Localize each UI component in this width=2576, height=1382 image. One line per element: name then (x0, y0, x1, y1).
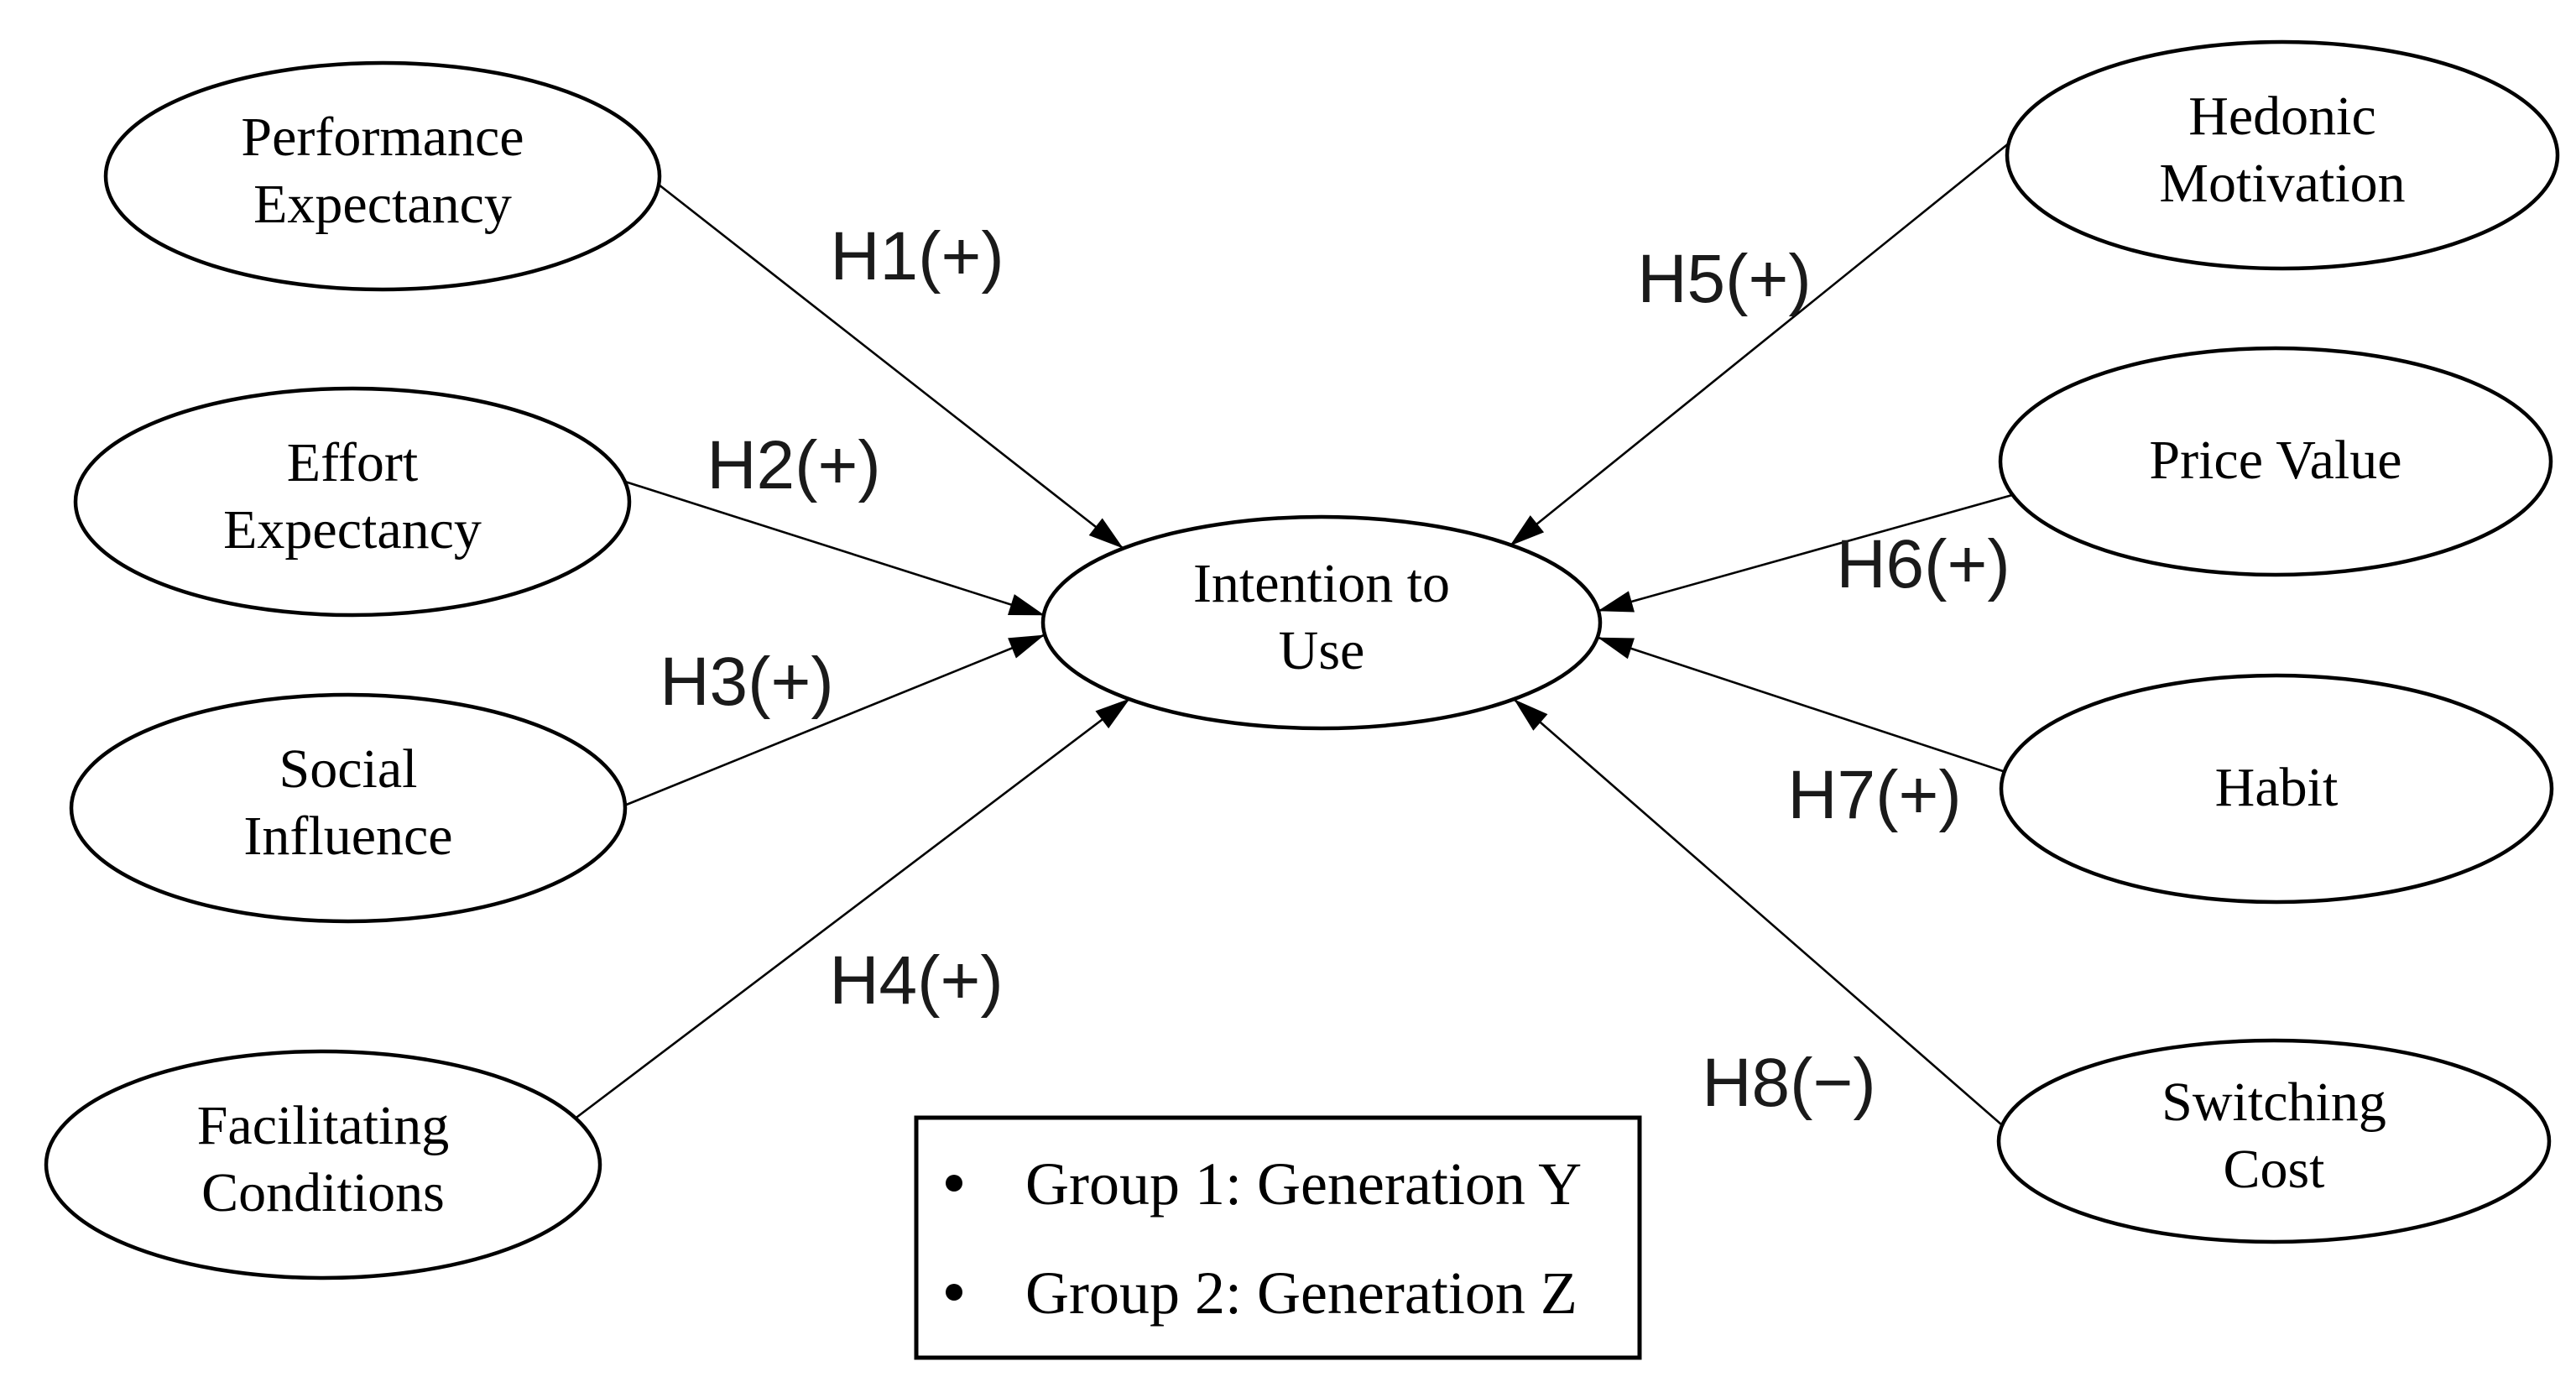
arrow-h2 (624, 480, 1045, 617)
performance-expectancy-label-line1: Performance (241, 107, 524, 168)
hypothesis-label-h2: H2(+) (707, 427, 880, 503)
hypothesis-label-h5: H5(+) (1637, 241, 1811, 317)
arrow-h8 (1514, 699, 2002, 1125)
facilitating-conditions-label-line2: Conditions (201, 1162, 445, 1223)
hypothesis-labels: H1(+) H2(+) H3(+) H4(+) H5(+) H6(+) H7(+… (660, 218, 2010, 1121)
node-effort-expectancy: Effort Expectancy (73, 386, 632, 618)
legend-item-group1: Group 1: Generation Y (946, 1150, 1582, 1218)
arrow-h4 (573, 697, 1130, 1121)
node-habit: Habit (1999, 673, 2554, 905)
social-influence-ellipse (69, 692, 628, 924)
arrows (573, 141, 2013, 1125)
performance-expectancy-ellipse (103, 60, 662, 292)
legend-item-group2-label: Group 2: Generation Z (1025, 1259, 1577, 1327)
social-influence-label-line2: Influence (243, 806, 452, 867)
legend-box (914, 1115, 1642, 1360)
bullet-icon (946, 1284, 962, 1301)
effort-expectancy-ellipse (73, 386, 632, 618)
hedonic-motivation-label-line1: Hedonic (2188, 86, 2376, 147)
hypothesis-label-h1: H1(+) (830, 218, 1004, 295)
intention-to-use-label-line2: Use (1279, 620, 1365, 681)
facilitating-conditions-ellipse (44, 1049, 602, 1280)
hedonic-motivation-ellipse (2005, 39, 2560, 271)
node-hedonic-motivation: Hedonic Motivation (2005, 39, 2560, 271)
node-social-influence: Social Influence (69, 692, 628, 924)
legend: Group 1: Generation Y Group 2: Generatio… (914, 1115, 1642, 1360)
habit-label: Habit (2215, 757, 2339, 818)
social-influence-label-line1: Social (279, 738, 418, 800)
price-value-ellipse (1998, 346, 2553, 577)
legend-item-group2: Group 2: Generation Z (946, 1259, 1577, 1327)
legend-item-group1-label: Group 1: Generation Y (1025, 1150, 1582, 1218)
arrow-h5 (1510, 141, 2010, 547)
arrow-h7 (1598, 636, 2006, 774)
arrow-h6 (1598, 493, 2013, 613)
switching-cost-label-line2: Cost (2223, 1139, 2324, 1200)
hypothesis-label-h4: H4(+) (829, 942, 1003, 1019)
hypothesis-label-h3: H3(+) (660, 644, 833, 720)
hypothesis-label-h8: H8(−) (1702, 1045, 1875, 1121)
node-performance-expectancy: Performance Expectancy (103, 60, 662, 292)
arrow-h3 (623, 634, 1045, 807)
facilitating-conditions-label-line1: Facilitating (197, 1095, 450, 1156)
hypothesis-label-h6: H6(+) (1836, 526, 2010, 602)
node-switching-cost: Switching Cost (1996, 1038, 2552, 1244)
effort-expectancy-label-line2: Expectancy (223, 499, 482, 561)
switching-cost-ellipse (1996, 1038, 2552, 1244)
habit-ellipse (1999, 673, 2554, 905)
performance-expectancy-label-line2: Expectancy (253, 174, 512, 235)
hypothesis-label-h7: H7(+) (1787, 757, 1961, 833)
intention-to-use-label-line1: Intention to (1193, 553, 1450, 614)
hedonic-motivation-label-line2: Motivation (2159, 153, 2405, 214)
node-intention-to-use: Intention to Use (1040, 514, 1603, 731)
effort-expectancy-label-line1: Effort (287, 432, 418, 493)
switching-cost-label-line1: Switching (2161, 1072, 2386, 1133)
node-price-value: Price Value (1998, 346, 2553, 577)
intention-to-use-ellipse (1040, 514, 1603, 731)
bullet-icon (946, 1175, 962, 1192)
node-facilitating-conditions: Facilitating Conditions (44, 1049, 602, 1280)
price-value-label: Price Value (2149, 430, 2401, 491)
arrow-h1 (658, 183, 1124, 550)
